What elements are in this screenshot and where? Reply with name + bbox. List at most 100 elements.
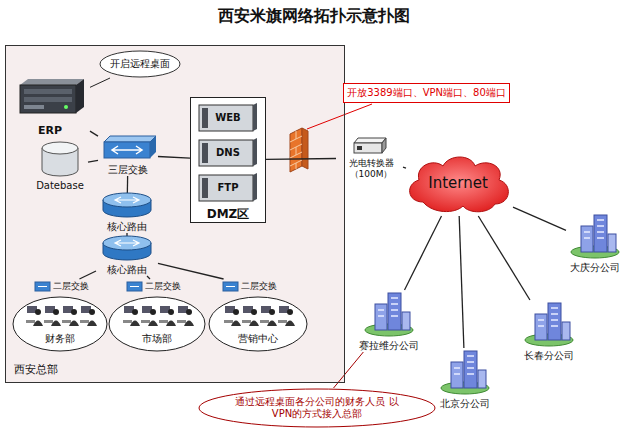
art-rect [242,320,251,323]
art-rect [223,282,238,291]
art-circle [269,309,275,315]
node-label: 核心路由 [107,221,147,233]
device-icon [10,75,90,121]
art-circle [64,105,68,109]
art-path [454,356,474,374]
art-rect [123,320,132,323]
art-rect [199,105,253,131]
art-rect [199,175,253,201]
layer2-switch: 二层交换 [34,279,96,293]
art-path [38,286,47,287]
switch-icon [34,279,52,293]
layer2-switch: 二层交换 [222,279,284,293]
art-rect [224,320,233,323]
art-polygon [302,128,308,169]
art-path [226,286,235,287]
art-ellipse [103,236,151,250]
internet-cloud: Internet [403,150,513,216]
art-ellipse [199,389,435,427]
art-rect [24,97,72,102]
art-rect [402,312,410,330]
art-rect [357,146,362,150]
branch-building: 赛拉维分公司 [352,290,426,352]
network-link [405,216,442,290]
art-rect [451,362,463,388]
network-link [147,276,150,279]
database-cylinder: Datebase [32,142,88,192]
router-icon [96,236,158,262]
core-router: 核心路由 [96,236,158,276]
callout-leader [90,78,110,87]
node-label: 核心路由 [107,264,147,276]
art-rect [278,320,287,323]
node-label: Internet [428,174,488,192]
art-rect [354,143,382,153]
network-link [90,131,98,136]
art-rect [127,282,142,291]
node-label: 开放3389端口、VPN端口、80端口 [347,87,506,99]
branch-building: 长春分公司 [518,300,580,362]
art-rect [202,178,208,198]
art-path [112,146,142,154]
art-ellipse [103,193,151,207]
node-label: 三层交换 [108,164,148,176]
art-rect [44,320,53,323]
erp-server: ERP [10,75,90,137]
server-unit: DNS [198,138,258,168]
layer3-switch: 三层交换 [98,134,158,176]
art-path [410,157,509,212]
art-rect [159,320,168,323]
node-label: WEB [215,112,240,124]
art-polygon [253,138,257,166]
art-ellipse [209,297,307,351]
art-rect [26,320,35,323]
server-unit: WEB [198,103,258,133]
network-link [478,216,530,300]
department-ellipse: 财务部 [12,296,108,352]
node-label: 大庆分公司 [570,262,620,274]
art-line [296,147,297,155]
art-rect [104,142,150,158]
art-path [378,298,398,316]
node-label: 西安总部 [14,364,58,376]
art-circle [150,309,156,315]
callout-ellipse: 通过远程桌面各分公司的财务人员 以VPN的方式接入总部 [198,388,436,428]
switch-icon [222,279,240,293]
art-circle [251,309,257,315]
node-label: 二层交换 [53,281,89,292]
art-polygon [253,103,257,131]
art-circle [186,309,192,315]
art-rect [535,314,547,340]
router-icon [96,193,158,219]
node-label: DNS [216,147,240,159]
layer2-switch: 二层交换 [126,279,188,293]
art-rect [62,320,71,323]
art-path [130,286,139,287]
building-icon [434,348,496,394]
art-rect [141,320,150,323]
art-rect [478,370,486,388]
department-ellipse: 市场部 [108,296,206,352]
firewall-symbol [290,128,308,172]
callout-ellipse: 开启远程桌面 [99,50,181,78]
art-circle [287,309,293,315]
diagram-title: 西安米旗网络拓扑示意扑图 [218,6,410,26]
art-ellipse [100,51,180,77]
art-circle [132,309,138,315]
art-ellipse [13,297,107,351]
art-circle [35,309,41,315]
art-circle [71,309,77,315]
art-circle [168,309,174,315]
department-ellipse: 营销中心 [208,296,308,352]
leader-line [307,104,372,129]
art-polygon [253,173,257,201]
art-path [115,240,139,246]
network-link [158,263,224,279]
node-label: DMZ区 [207,208,250,220]
art-ellipse [42,142,78,154]
title-bar: 西安米旗网络拓扑示意扑图 [0,6,628,26]
branch-building: 北京分公司 [434,348,496,410]
node-label: 营销中心 [238,333,278,345]
art-rect [24,105,44,109]
node-label: 二层交换 [145,281,181,292]
